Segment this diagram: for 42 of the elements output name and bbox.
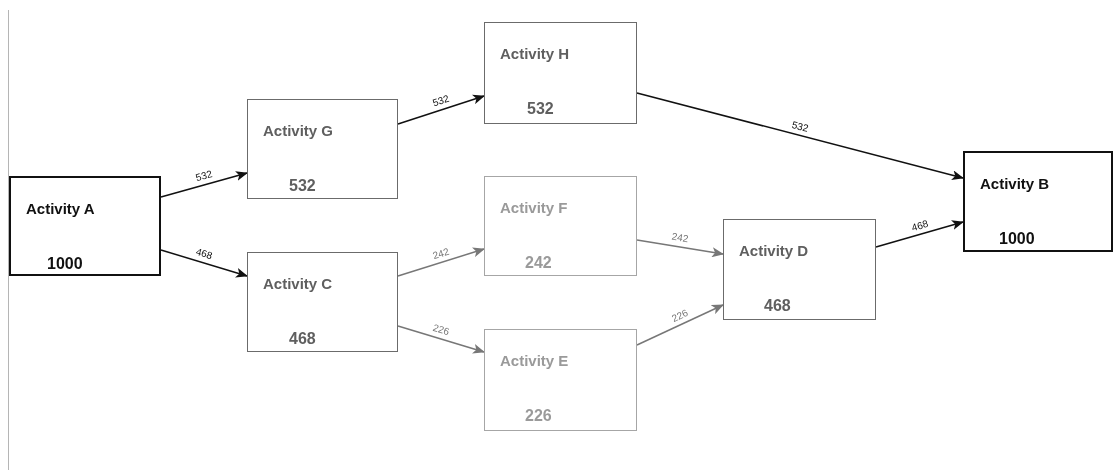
activity-value: 532 xyxy=(527,99,554,119)
activity-box xyxy=(723,219,876,320)
arrow xyxy=(397,247,485,277)
arrow xyxy=(397,325,485,354)
activity-box xyxy=(247,252,398,352)
activity-box xyxy=(9,176,161,276)
activity-box xyxy=(247,99,398,199)
activity-box xyxy=(484,329,637,431)
edge-label: 242 xyxy=(430,245,452,262)
activity-value: 468 xyxy=(764,296,791,316)
arrow xyxy=(160,249,248,278)
activity-box xyxy=(484,176,637,276)
activity-value: 226 xyxy=(525,406,552,426)
arrow xyxy=(636,239,724,258)
activity-name: Activity C xyxy=(263,275,333,294)
edge-label: 532 xyxy=(193,168,215,184)
activity-name: Activity A xyxy=(26,200,95,219)
activity-name: Activity G xyxy=(263,122,334,141)
activity-name: Activity E xyxy=(500,352,569,371)
activity-value: 1000 xyxy=(999,229,1035,249)
edge-label: 468 xyxy=(193,246,215,262)
activity-name: Activity B xyxy=(980,175,1050,194)
arrow xyxy=(636,92,964,181)
arrow xyxy=(397,94,485,125)
activity-value: 242 xyxy=(525,253,552,273)
arrow xyxy=(875,220,964,248)
activity-value: 1000 xyxy=(47,254,83,274)
activity-name: Activity D xyxy=(739,242,809,261)
activity-value: 532 xyxy=(289,176,316,196)
arrow xyxy=(636,304,724,346)
activity-name: Activity F xyxy=(500,199,568,218)
activity-box xyxy=(963,151,1113,252)
activity-name: Activity H xyxy=(500,45,570,64)
edge-label: 226 xyxy=(669,307,691,325)
edge-label: 532 xyxy=(430,93,452,109)
edge-label: 468 xyxy=(909,218,930,233)
activity-value: 468 xyxy=(289,329,316,349)
edge-label: 226 xyxy=(430,322,452,338)
arrow xyxy=(160,171,248,198)
activity-box xyxy=(484,22,637,124)
edge-label: 242 xyxy=(669,231,691,245)
edge-label: 532 xyxy=(789,119,811,134)
